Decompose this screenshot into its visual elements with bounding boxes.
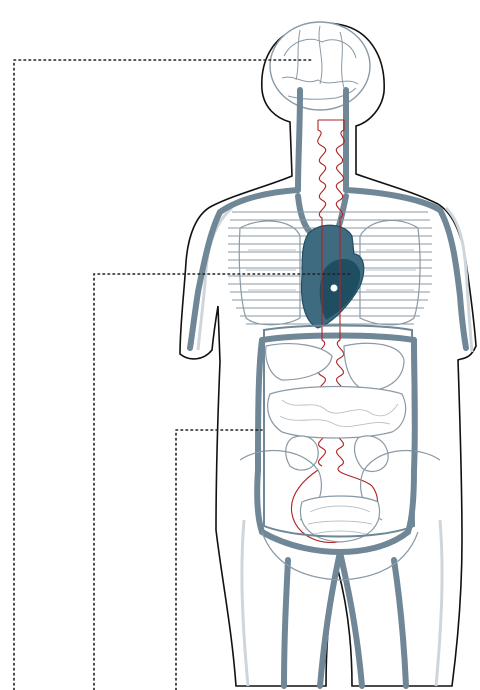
left-lung — [239, 221, 300, 325]
brain — [270, 22, 370, 110]
intestines — [268, 387, 406, 439]
